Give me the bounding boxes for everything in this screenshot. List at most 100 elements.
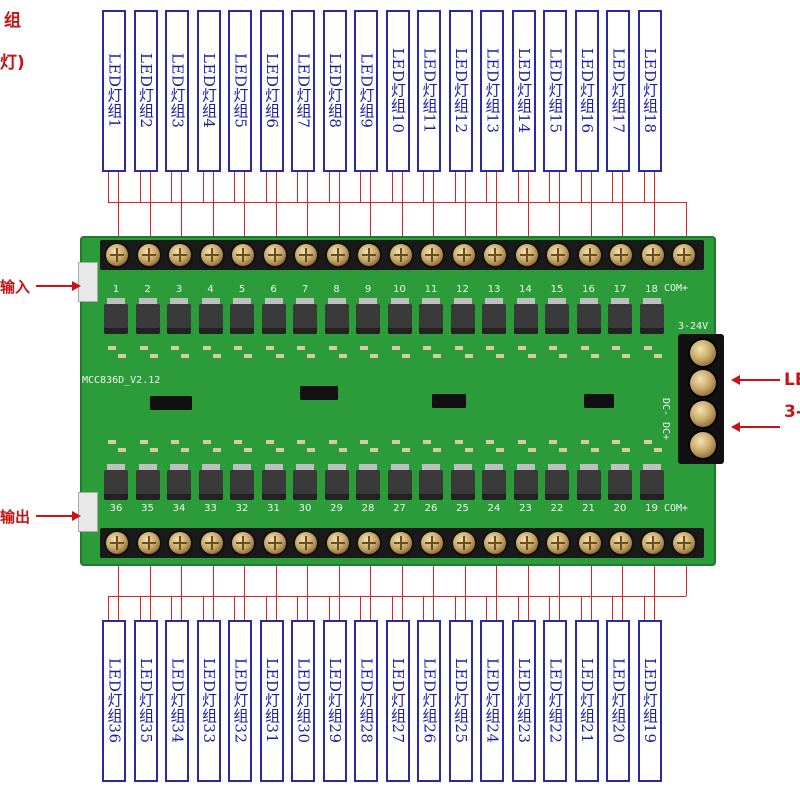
bottom-mosfet bbox=[261, 464, 286, 500]
smd-part bbox=[486, 346, 494, 350]
bottom-label-box: LED灯组31 bbox=[259, 620, 284, 782]
bottom-terminal-screw bbox=[484, 532, 506, 554]
bottom-wire-rise bbox=[202, 596, 204, 620]
smd-part bbox=[549, 440, 557, 444]
bottom-channel-number: 28 bbox=[361, 503, 375, 514]
smd-part bbox=[202, 346, 211, 350]
bottom-mosfet bbox=[198, 464, 223, 500]
smd-part bbox=[181, 354, 189, 358]
bottom-label-text: LED灯组34 bbox=[168, 658, 187, 744]
bottom-wire-rise-2 bbox=[307, 550, 308, 620]
top-terminal-screw bbox=[641, 244, 664, 266]
top-label-box: LED灯组2 bbox=[133, 10, 158, 172]
bottom-label-box: LED灯组30 bbox=[291, 620, 315, 782]
bottom-mosfet bbox=[293, 464, 317, 500]
top-label-text: LED灯组7 bbox=[294, 53, 313, 129]
bottom-label-text: LED灯组35 bbox=[137, 658, 155, 744]
bottom-terminal-screw bbox=[547, 532, 569, 554]
bottom-wire-rise bbox=[643, 596, 645, 620]
smd-part bbox=[423, 346, 431, 350]
top-wire-drop bbox=[486, 172, 487, 202]
smd-part bbox=[496, 354, 504, 358]
right-arrow-1 bbox=[740, 379, 780, 381]
top-terminal-screw bbox=[358, 244, 380, 266]
smd-part bbox=[580, 440, 589, 444]
bottom-wire-rise-2 bbox=[622, 550, 623, 620]
bottom-label-box: LED灯组24 bbox=[480, 620, 504, 782]
top-mosfet bbox=[419, 298, 443, 334]
bottom-terminal-screw bbox=[673, 532, 695, 554]
bottom-mosfet bbox=[639, 464, 664, 500]
bottom-terminal-screw bbox=[578, 532, 601, 554]
top-channel-number: 7 bbox=[301, 284, 309, 295]
bottom-label-text: LED灯组30 bbox=[294, 658, 313, 744]
input-connector bbox=[78, 262, 98, 302]
top-mosfet bbox=[545, 298, 569, 334]
smd-part bbox=[590, 354, 599, 358]
top-wire-drop bbox=[108, 172, 109, 202]
top-wire-drop bbox=[643, 172, 645, 202]
bottom-mosfet bbox=[482, 464, 506, 500]
top-wire-drop bbox=[549, 172, 550, 202]
top-channel-number: 11 bbox=[424, 284, 438, 295]
smd-part bbox=[108, 440, 116, 444]
power-screw-3 bbox=[690, 401, 716, 427]
top-label-text: LED灯组13 bbox=[483, 48, 502, 134]
power-screw-4 bbox=[690, 432, 716, 458]
bottom-terminal-screw bbox=[295, 532, 317, 554]
bottom-wire-rise bbox=[454, 596, 456, 620]
input-arrow-head bbox=[72, 281, 81, 291]
bottom-wire-rise bbox=[612, 596, 613, 620]
bottom-wire-rise-2 bbox=[370, 550, 371, 620]
smd-part bbox=[202, 440, 211, 444]
top-label-box: LED灯组5 bbox=[228, 10, 252, 172]
bottom-wire-rise-2 bbox=[244, 550, 245, 620]
smd-part bbox=[653, 448, 662, 452]
top-terminal-screw bbox=[578, 244, 601, 266]
top-mosfet bbox=[639, 298, 664, 334]
top-common-riser bbox=[686, 202, 687, 248]
smd-part bbox=[433, 448, 441, 452]
output-callout-text: 输出 bbox=[0, 508, 31, 526]
top-wire-drop-2 bbox=[118, 172, 119, 248]
top-channel-number: 15 bbox=[550, 284, 564, 295]
smd-part bbox=[338, 448, 347, 452]
top-wire-drop-2 bbox=[464, 172, 466, 248]
bottom-terminal-screw bbox=[610, 532, 632, 554]
smd-part bbox=[118, 354, 126, 358]
smd-part bbox=[653, 354, 662, 358]
top-channel-number: 13 bbox=[487, 284, 501, 295]
output-arrow bbox=[36, 515, 72, 517]
smd-part bbox=[496, 448, 504, 452]
top-terminal-screw bbox=[452, 244, 475, 266]
top-wire-drop bbox=[328, 172, 330, 202]
bottom-label-text: LED灯组19 bbox=[641, 658, 659, 744]
bottom-label-box: LED灯组27 bbox=[385, 620, 410, 782]
bottom-mosfet bbox=[576, 464, 601, 500]
bottom-terminal-screw bbox=[200, 532, 223, 554]
corner-text-top-1: 组 bbox=[4, 11, 21, 31]
bottom-mosfet bbox=[356, 464, 380, 500]
top-wire-drop-2 bbox=[370, 172, 371, 248]
right-arrow-head-1 bbox=[731, 375, 740, 385]
top-label-text: LED灯组4 bbox=[200, 53, 218, 129]
top-wire-drop bbox=[202, 172, 204, 202]
driver-ic bbox=[432, 394, 466, 408]
smd-part bbox=[171, 346, 179, 350]
bottom-wire-rise-2 bbox=[559, 550, 560, 620]
bottom-terminal-screw bbox=[421, 532, 443, 554]
top-label-box: LED灯组11 bbox=[417, 10, 441, 172]
bottom-wire-rise bbox=[391, 596, 393, 620]
smd-part bbox=[580, 346, 589, 350]
bottom-wire-rise-2 bbox=[433, 550, 434, 620]
smd-part bbox=[391, 346, 400, 350]
bottom-wire-rise-2 bbox=[212, 550, 214, 620]
bottom-common-riser bbox=[686, 556, 687, 596]
right-callout-1: LE bbox=[784, 370, 800, 390]
smd-part bbox=[401, 354, 410, 358]
top-wire-drop bbox=[171, 172, 172, 202]
top-mosfet bbox=[450, 298, 475, 334]
top-terminal-screw bbox=[421, 244, 443, 266]
top-wire-drop-2 bbox=[433, 172, 434, 248]
bottom-terminal-screw bbox=[169, 532, 191, 554]
